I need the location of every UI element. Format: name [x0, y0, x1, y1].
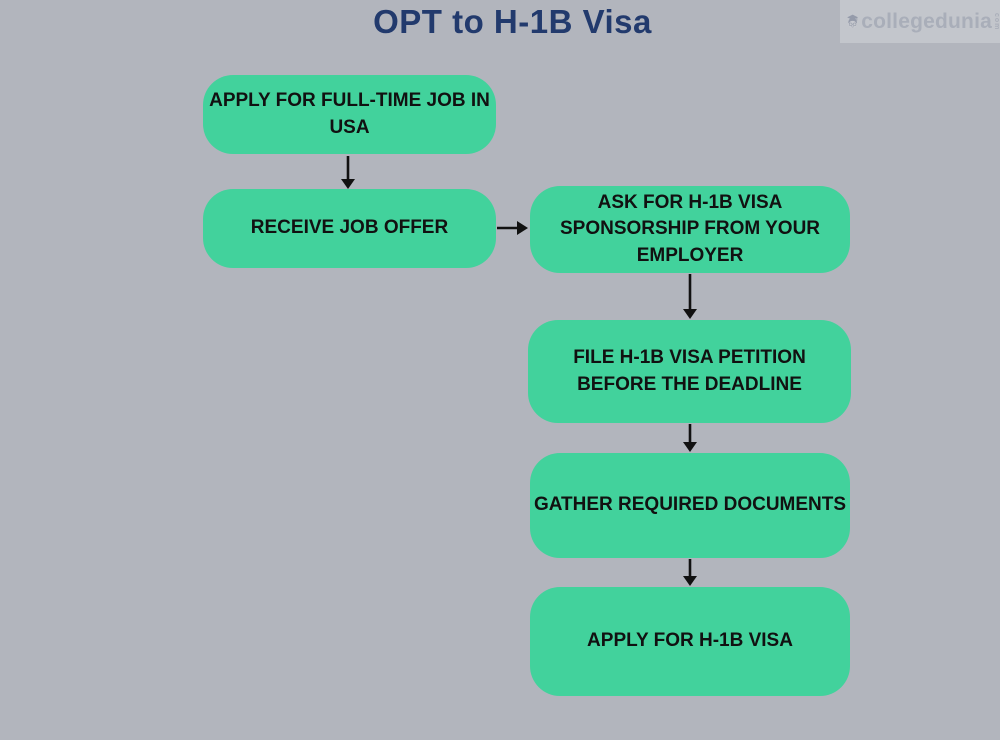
flow-step-gather-documents: GATHER REQUIRED DOCUMENTS	[530, 453, 850, 558]
arrow-apply-job-to-receive-offer	[341, 156, 355, 189]
flow-step-apply-job: APPLY FOR FULL-TIME JOB IN USA	[203, 75, 496, 154]
flow-step-file-petition: FILE H-1B VISA PETITION BEFORE THE DEADL…	[528, 320, 851, 423]
flow-step-apply-visa: APPLY FOR H-1B VISA	[530, 587, 850, 696]
collegedunia-logo-text: collegedunia	[861, 9, 992, 33]
arrow-gather-documents-to-apply-visa	[683, 559, 697, 586]
arrow-file-petition-to-gather-documents	[683, 424, 697, 452]
arrow-receive-offer-to-ask-sponsorship	[497, 221, 528, 235]
flow-step-ask-sponsorship: ASK FOR H-1B VISA SPONSORSHIP FROM YOUR …	[530, 186, 850, 273]
page-title: OPT to H-1B Visa	[373, 3, 652, 40]
arrow-ask-sponsorship-to-file-petition	[683, 274, 697, 319]
collegedunia-mascot-icon	[847, 14, 859, 28]
collegedunia-logo: collegedunia com	[840, 0, 1000, 43]
collegedunia-logo-suffix: com	[993, 12, 1000, 31]
flow-step-receive-offer: RECEIVE JOB OFFER	[203, 189, 496, 268]
